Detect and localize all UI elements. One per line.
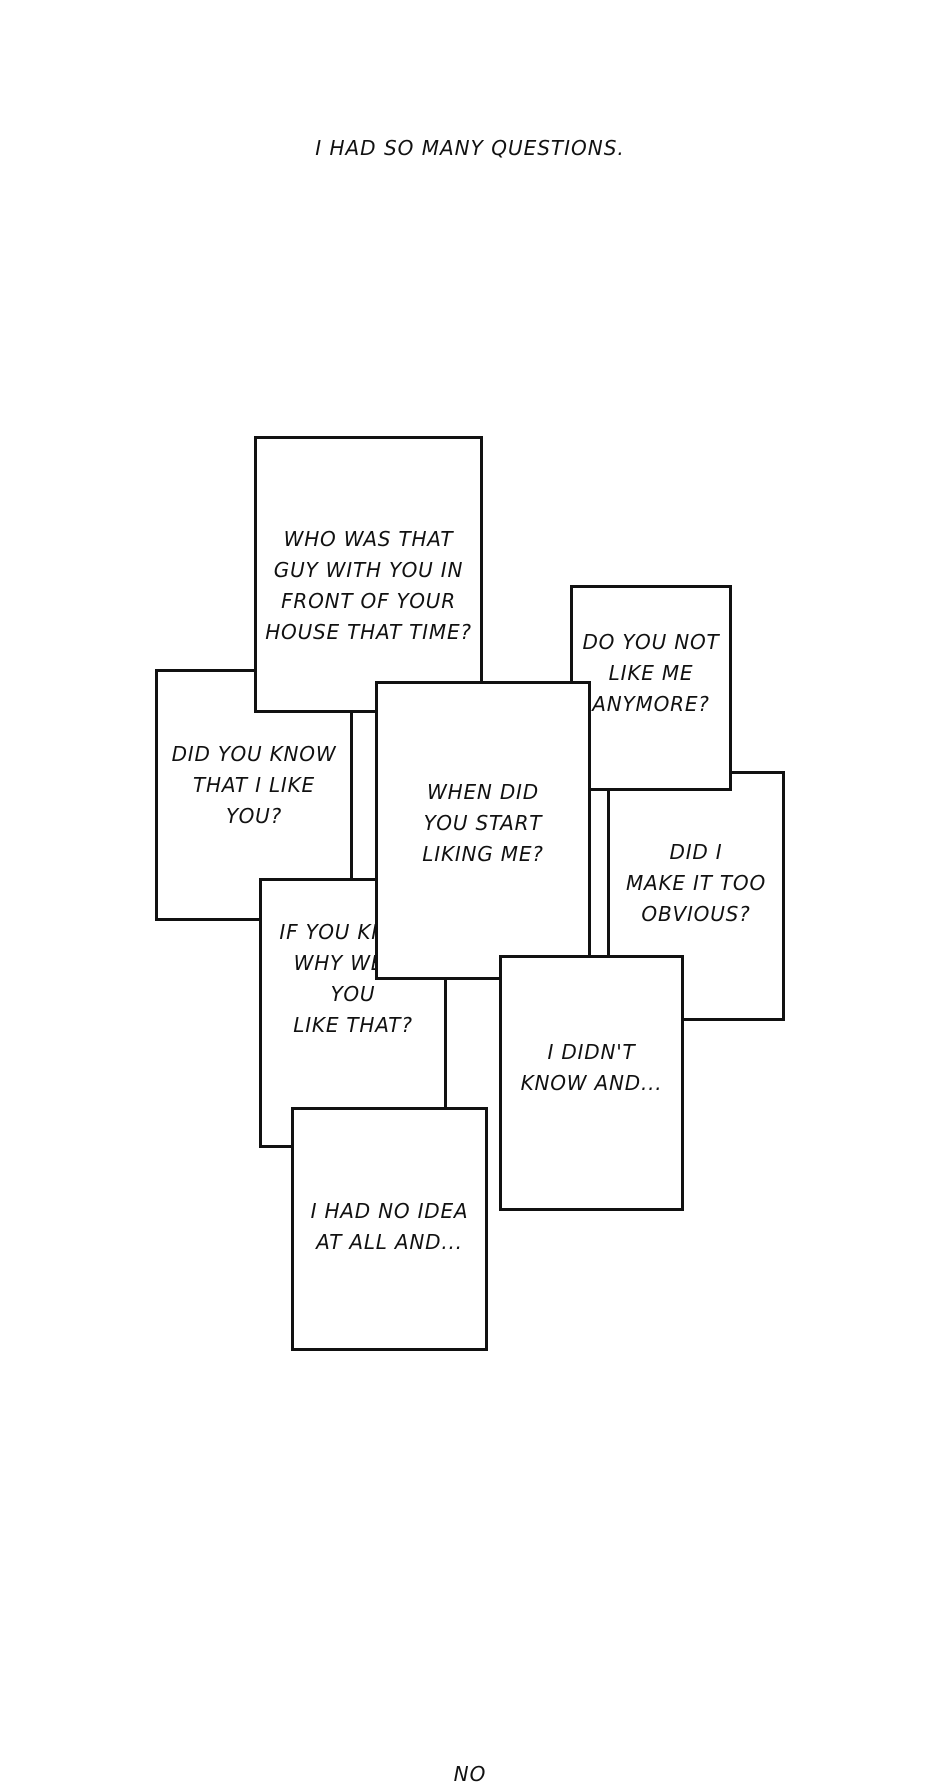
next-panel-text: NO <box>453 1762 487 1786</box>
question-card-guy-with-you: WHO WAS THAT GUY WITH YOU IN FRONT OF YO… <box>254 436 483 713</box>
question-text: DID I MAKE IT TOO OBVIOUS? <box>625 839 767 926</box>
question-card-didnt-know: I DIDN'T KNOW AND... <box>499 955 684 1211</box>
question-text: WHEN DID YOU START LIKING ME? <box>422 780 544 866</box>
question-text: WHO WAS THAT GUY WITH YOU IN FRONT OF YO… <box>265 526 472 644</box>
narration-caption: I HAD SO MANY QUESTIONS. <box>315 136 625 160</box>
question-card-when-did-you-start: WHEN DID YOU START LIKING ME? <box>375 681 591 980</box>
question-text: DO YOU NOT LIKE ME ANYMORE? <box>582 629 720 716</box>
question-text: DID YOU KNOW THAT I LIKE YOU? <box>171 741 337 828</box>
question-card-like-me-anymore: DO YOU NOT LIKE ME ANYMORE? <box>570 585 732 791</box>
question-text: I DIDN'T KNOW AND... <box>520 1040 663 1095</box>
question-card-no-idea: I HAD NO IDEA AT ALL AND... <box>291 1107 488 1351</box>
question-text: I HAD NO IDEA AT ALL AND... <box>310 1199 469 1254</box>
